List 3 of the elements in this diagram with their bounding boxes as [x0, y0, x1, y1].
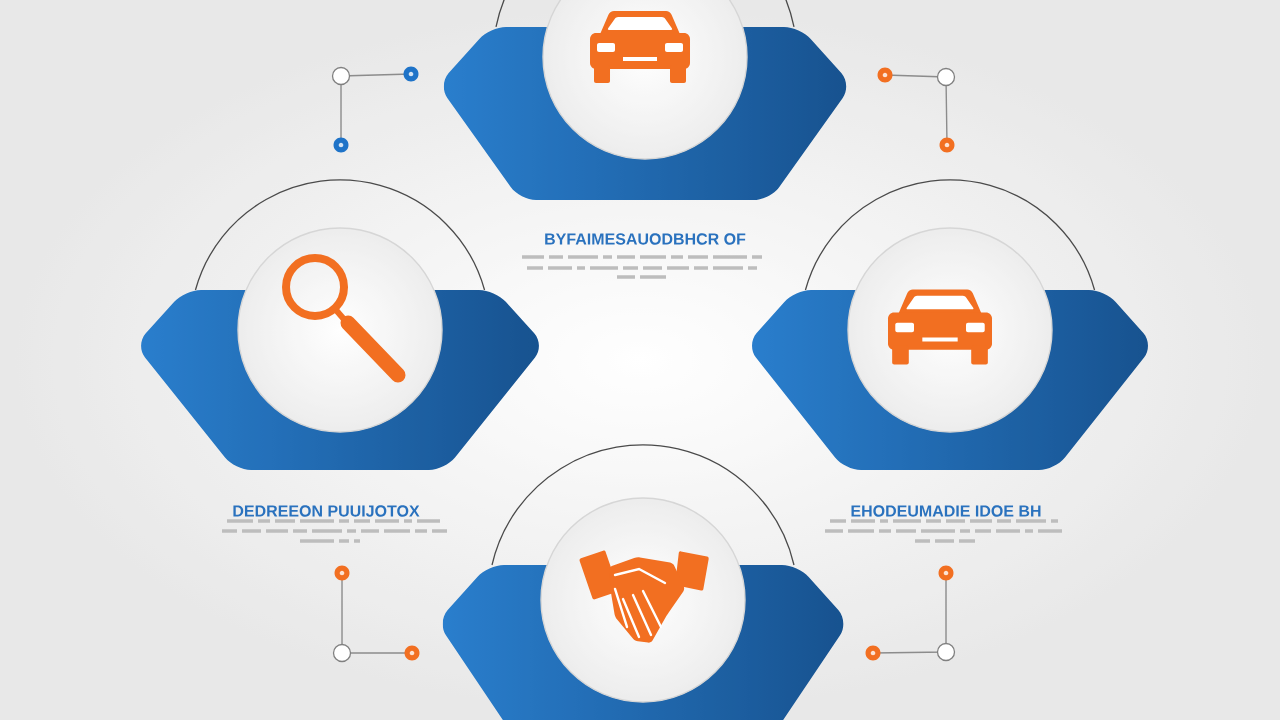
- heading: BYFAIMESAUODBHCR OF: [545, 233, 746, 245]
- heading: DEDREEON PUUIJOTOX: [233, 505, 420, 517]
- heading: EHODEUMADIE IDOE BH: [851, 505, 1041, 517]
